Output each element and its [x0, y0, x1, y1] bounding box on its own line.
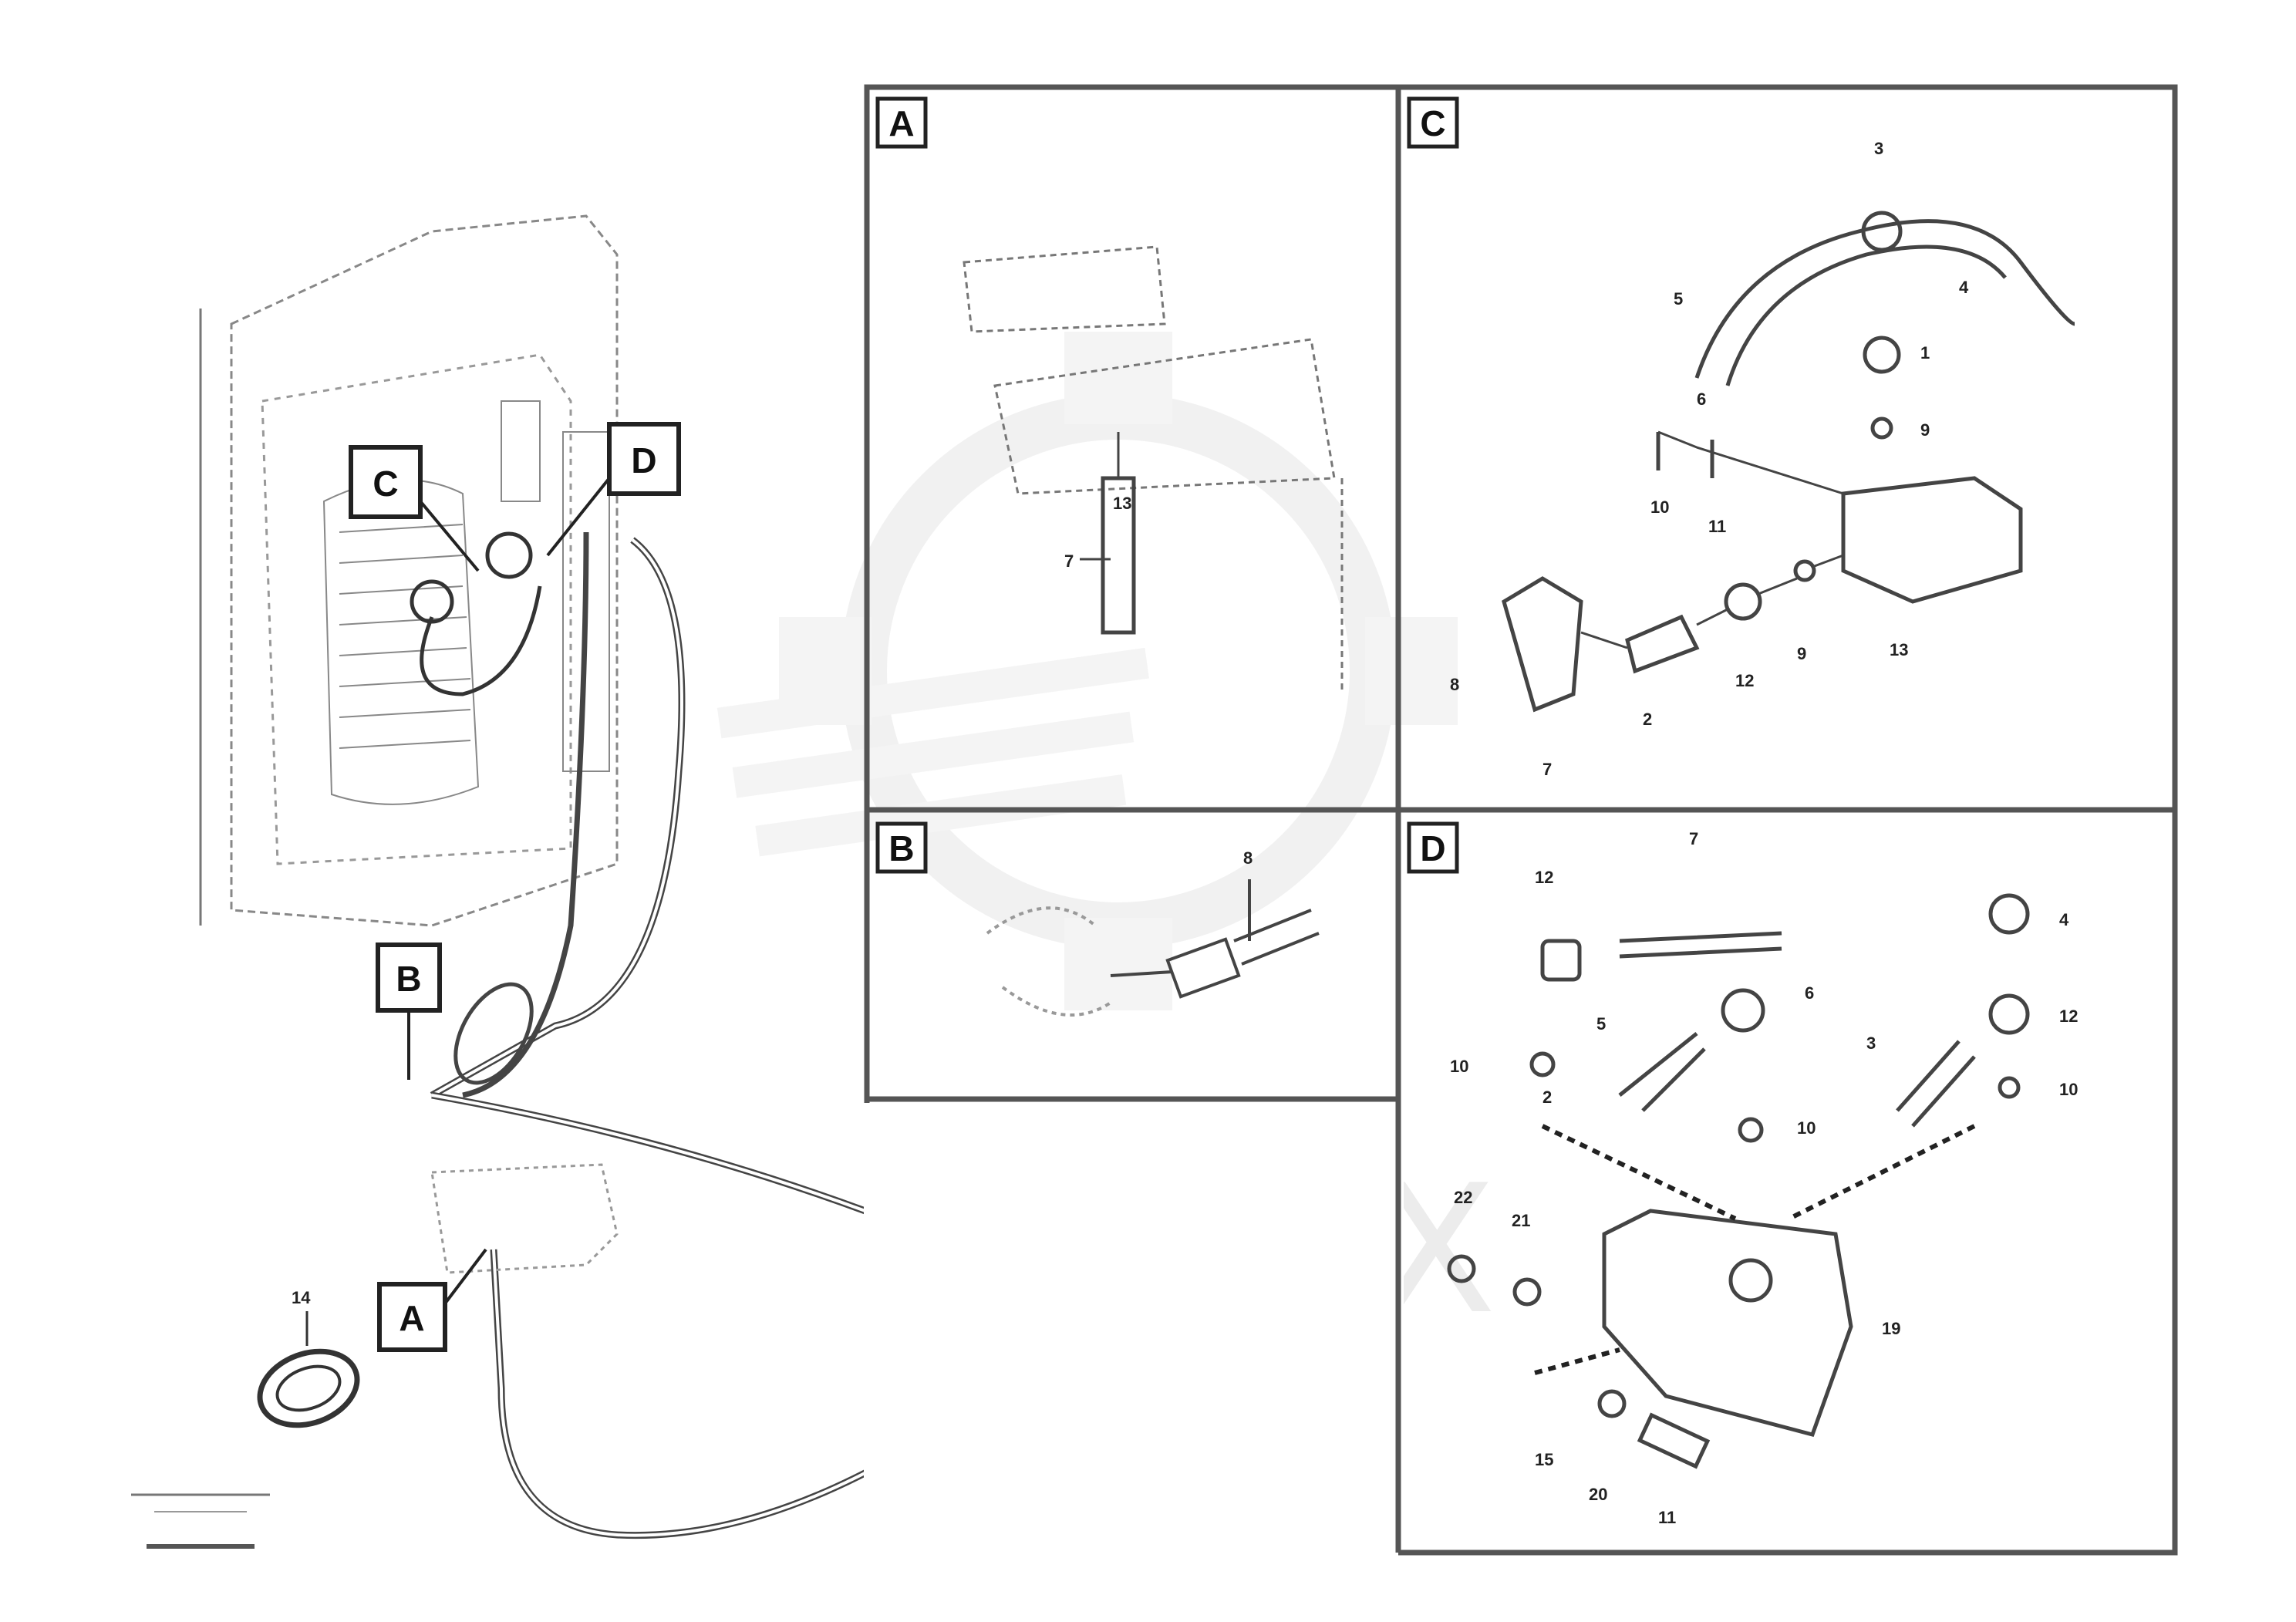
- svg-text:A: A: [888, 103, 914, 143]
- view-b-drawing: [986, 879, 1320, 1017]
- svg-text:6: 6: [1805, 983, 1814, 1003]
- view-title-b: B: [875, 821, 928, 874]
- callout-d: D: [546, 422, 681, 557]
- svg-text:C: C: [373, 464, 398, 504]
- view-title-a: A: [875, 96, 928, 149]
- view-d-drawing: [1447, 893, 2030, 1469]
- svg-text:22: 22: [1454, 1188, 1472, 1207]
- svg-text:D: D: [631, 440, 656, 481]
- svg-text:9: 9: [1920, 420, 1930, 440]
- svg-text:B: B: [888, 828, 914, 868]
- svg-text:11: 11: [1708, 517, 1726, 536]
- svg-text:5: 5: [1674, 289, 1683, 309]
- svg-text:B: B: [396, 959, 421, 999]
- svg-text:12: 12: [2059, 1007, 2078, 1026]
- svg-text:7: 7: [1542, 760, 1552, 779]
- view-title-c: C: [1407, 96, 1459, 149]
- part-label: 14: [292, 1288, 311, 1307]
- svg-text:10: 10: [2059, 1080, 2078, 1099]
- svg-text:10: 10: [1450, 1057, 1468, 1076]
- drawing-number: [131, 1493, 270, 1549]
- svg-text:D: D: [1420, 828, 1445, 868]
- svg-text:12: 12: [1535, 868, 1553, 887]
- svg-text:21: 21: [1512, 1211, 1530, 1230]
- svg-text:10: 10: [1797, 1118, 1816, 1138]
- svg-text:10: 10: [1650, 497, 1669, 517]
- svg-text:6: 6: [1697, 389, 1706, 409]
- svg-text:C: C: [1420, 103, 1445, 143]
- svg-text:4: 4: [1959, 278, 1969, 297]
- view-title-d: D: [1407, 821, 1459, 874]
- part-label: 8: [1243, 848, 1253, 868]
- svg-text:7: 7: [1689, 829, 1698, 848]
- callout-b: B: [376, 943, 442, 1080]
- part-label: 13: [1113, 494, 1131, 513]
- svg-text:2: 2: [1542, 1088, 1552, 1107]
- svg-text:13: 13: [1890, 640, 1908, 659]
- callout-a: A: [377, 1248, 487, 1352]
- svg-text:4: 4: [2059, 910, 2069, 929]
- svg-text:A: A: [399, 1298, 424, 1338]
- callout-c: C: [349, 445, 480, 572]
- svg-text:1: 1: [1920, 343, 1930, 363]
- svg-text:19: 19: [1882, 1319, 1900, 1338]
- view-c-drawing: [1502, 211, 2075, 713]
- svg-text:3: 3: [1874, 139, 1883, 158]
- svg-text:12: 12: [1735, 671, 1754, 690]
- view-a-drawing: [963, 245, 1344, 694]
- svg-text:5: 5: [1596, 1014, 1606, 1034]
- svg-text:8: 8: [1450, 675, 1459, 694]
- svg-text:15: 15: [1535, 1450, 1553, 1469]
- svg-text:3: 3: [1866, 1034, 1876, 1053]
- svg-text:20: 20: [1589, 1485, 1607, 1504]
- svg-text:11: 11: [1658, 1508, 1676, 1527]
- view-c-labels: 3 4 5 6 1 9 10 11 13 8 7 2 12 9: [1450, 139, 1969, 779]
- part-label: 7: [1064, 551, 1074, 571]
- svg-text:9: 9: [1797, 644, 1806, 663]
- svg-text:2: 2: [1643, 710, 1652, 729]
- view-d-labels: 7 12 4 6 5 3 12 10 10 10 22 21 19 20 11 …: [1450, 829, 2078, 1527]
- view-d-dashed-links: [1534, 1124, 1976, 1375]
